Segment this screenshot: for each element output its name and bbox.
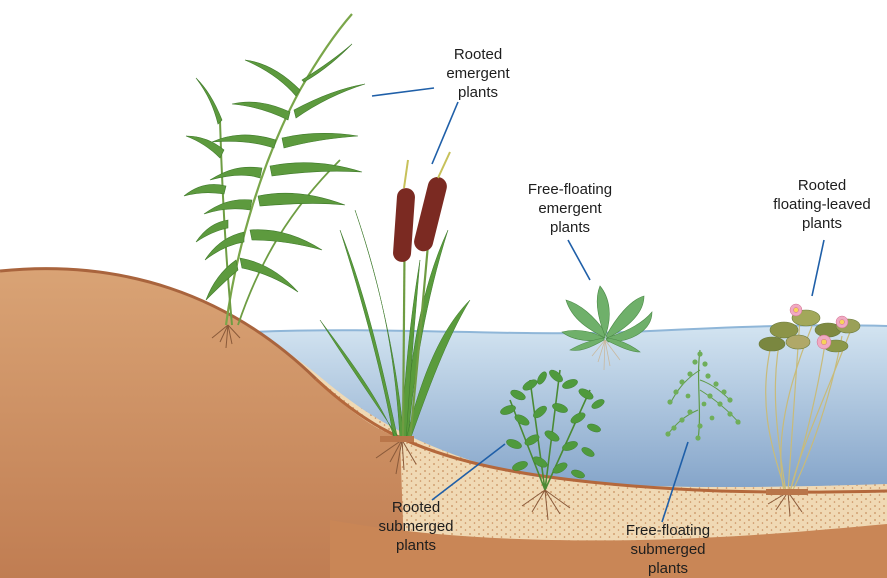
- label-line: floating-leaved: [762, 195, 882, 214]
- label-line: submerged: [366, 517, 466, 536]
- label-line: emergent: [418, 64, 538, 83]
- label-line: plants: [366, 536, 466, 555]
- label-free-floating-emergent: Free-floating emergent plants: [505, 180, 635, 237]
- label-line: plants: [608, 559, 728, 578]
- label-line: Free-floating: [505, 180, 635, 199]
- label-line: emergent: [505, 199, 635, 218]
- label-rooted-floating-leaved: Rooted floating-leaved plants: [762, 176, 882, 233]
- reed-plant: [184, 14, 365, 325]
- label-line: Rooted: [418, 45, 538, 64]
- leader-line-floating-emergent: [568, 240, 590, 280]
- label-line: Free-floating: [608, 521, 728, 540]
- label-line: plants: [418, 83, 538, 102]
- label-rooted-emergent: Rooted emergent plants: [418, 45, 538, 102]
- leader-line-emergent-cattail: [432, 102, 458, 164]
- leader-line-floating-leaved: [812, 240, 824, 296]
- label-line: Rooted: [762, 176, 882, 195]
- label-free-floating-submerged: Free-floating submerged plants: [608, 521, 728, 578]
- label-line: submerged: [608, 540, 728, 559]
- label-line: plants: [762, 214, 882, 233]
- label-rooted-submerged: Rooted submerged plants: [366, 498, 466, 555]
- label-line: plants: [505, 218, 635, 237]
- label-line: Rooted: [366, 498, 466, 517]
